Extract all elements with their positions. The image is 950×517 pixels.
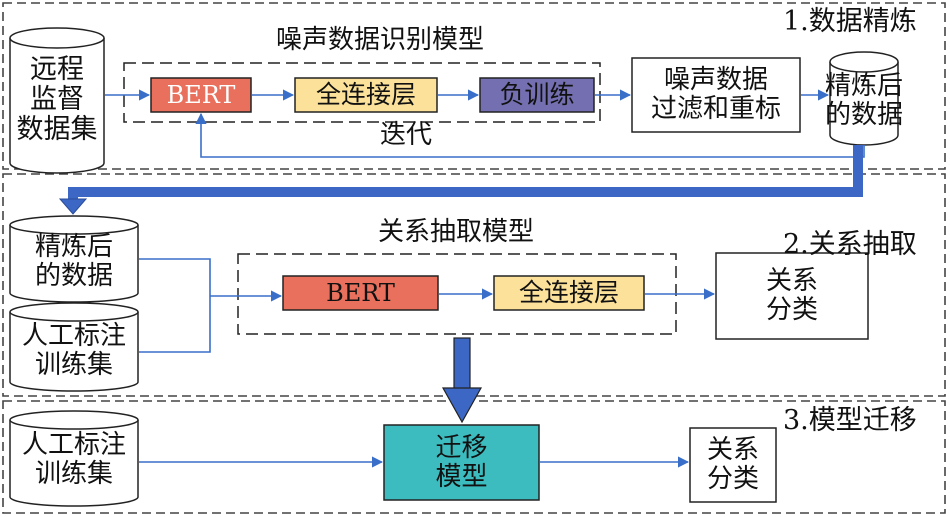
relation-class-box-2 (689, 427, 777, 503)
refined-data-cylinder-2 (9, 215, 139, 303)
section-1-frame (2, 2, 946, 170)
fc-label-1: 全连接层 (315, 80, 416, 110)
filter-relabel-box (631, 57, 801, 133)
arrow-manual-join (139, 296, 211, 353)
iterate-label: 迭代 (380, 120, 433, 150)
bert-box-2 (282, 275, 439, 311)
fc-box-2 (493, 275, 645, 311)
refined-data-label-2: 精炼后的数据 (34, 232, 113, 291)
transfer-model-label: 迁移模型 (435, 432, 488, 492)
section-3-title: 3.模型迁移 (783, 405, 917, 436)
thick-arrow-head-1 (58, 198, 88, 215)
arrow-refined-join (139, 258, 211, 296)
transfer-model-box (383, 424, 540, 501)
manual-train-label-2: 人工标注训练集 (21, 430, 126, 489)
filter-relabel-label: 噪声数据过滤和重标 (650, 65, 781, 124)
section-2-title: 2.关系抽取 (783, 229, 917, 260)
neg-train-label: 负训练 (499, 80, 575, 110)
bert-box-1 (150, 77, 252, 113)
bert-label-2: BERT (326, 278, 395, 307)
thick-arrow-refined-to-stage2 (68, 145, 863, 201)
section-1-title: 1.数据精炼 (783, 6, 917, 37)
neg-train-box (479, 77, 595, 113)
bert-label-1: BERT (166, 80, 236, 109)
arrow-iterate-loop (195, 112, 865, 158)
distant-supervision-dataset-cylinder (9, 27, 105, 174)
manual-train-cylinder-1 (9, 302, 139, 392)
manual-train-cylinder-2 (9, 410, 139, 507)
relation-class-label-2: 关系分类 (706, 435, 759, 494)
fc-box-1 (294, 77, 438, 113)
distant-dataset-label: 远程监督数据集 (16, 54, 98, 145)
section-2-frame (2, 173, 946, 397)
fc-label-2: 全连接层 (518, 278, 619, 308)
refined-data-label-1: 精炼后的数据 (825, 71, 904, 130)
noise-model-frame (123, 62, 601, 123)
manual-train-label-1: 人工标注训练集 (21, 321, 126, 380)
noise-model-title: 噪声数据识别模型 (276, 25, 485, 55)
relation-model-title: 关系抽取模型 (378, 217, 535, 247)
relation-class-label-1: 关系分类 (765, 266, 818, 325)
relation-class-box-1 (715, 252, 869, 340)
thick-arrow-stage2-to-stage3 (441, 337, 483, 424)
